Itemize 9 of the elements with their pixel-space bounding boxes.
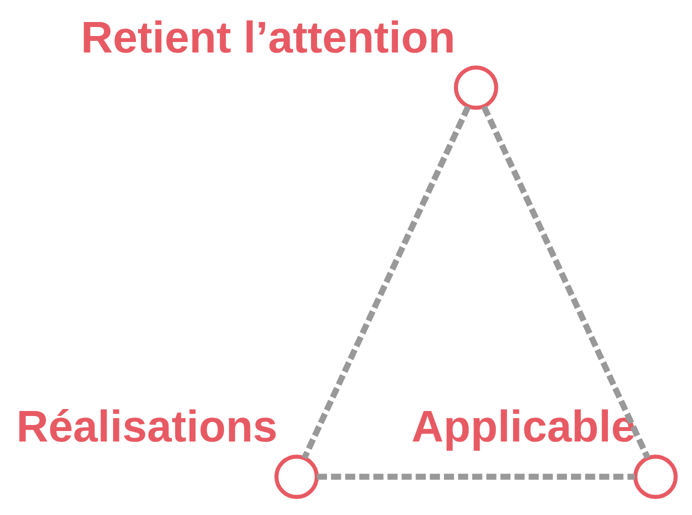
node-label: Applicable	[412, 402, 636, 452]
node-circle	[274, 454, 319, 498]
connector	[302, 104, 471, 459]
connector	[481, 104, 650, 459]
node-circle	[454, 64, 498, 110]
node-label: Réalisations	[16, 402, 278, 452]
node-circle	[633, 454, 678, 498]
connector	[316, 473, 635, 480]
node-label: Retient l’attention	[80, 13, 456, 62]
